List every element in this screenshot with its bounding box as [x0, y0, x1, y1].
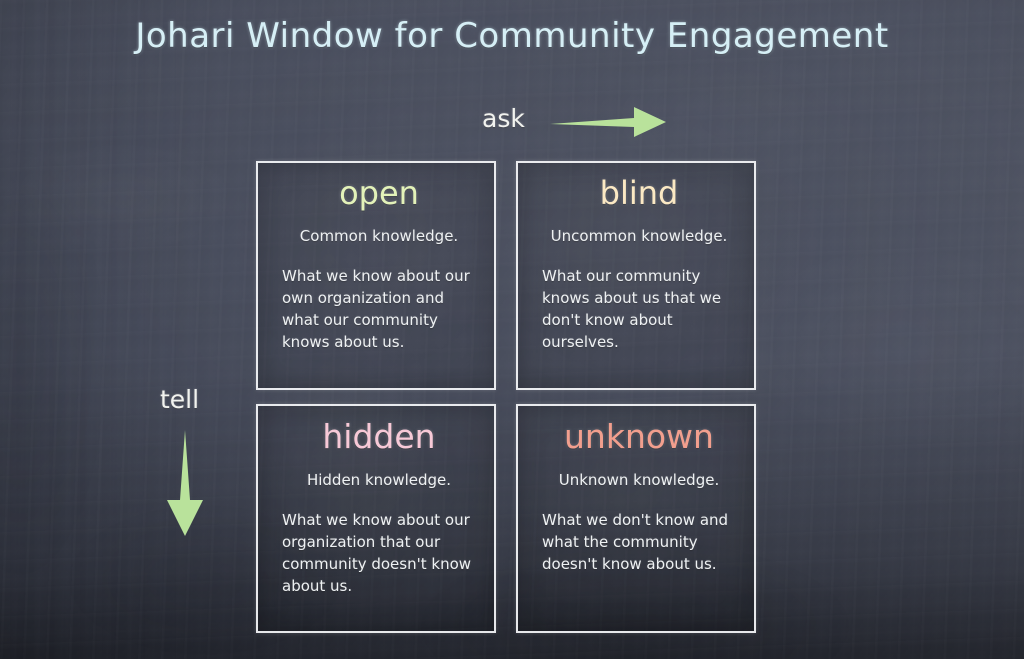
quadrant-title-open: open [339, 174, 419, 212]
quadrant-body-hidden: What we know about our organization that… [282, 510, 472, 596]
arrow-down-icon [167, 430, 203, 536]
quadrant-title-unknown: unknown [564, 417, 714, 456]
page-title: Johari Window for Community Engagement [135, 16, 889, 56]
quadrant-open[interactable]: open Common knowledge. What we know abou… [256, 161, 496, 390]
quadrant-lead-unknown: Unknown knowledge. [558, 470, 720, 489]
johari-window-grid: open Common knowledge. What we know abou… [256, 161, 756, 633]
quadrant-hidden[interactable]: hidden Hidden knowledge. What we know ab… [256, 404, 496, 633]
arrow-right-icon [550, 107, 666, 137]
quadrant-lead-open: Common knowledge. [299, 226, 459, 245]
quadrant-unknown[interactable]: unknown Unknown knowledge. What we don't… [516, 404, 756, 633]
quadrant-title-hidden: hidden [322, 417, 436, 456]
quadrant-body-unknown: What we don't know and what the communit… [542, 510, 729, 574]
quadrant-blind[interactable]: blind Uncommon knowledge. What our commu… [516, 161, 756, 390]
axis-label-tell: tell [160, 385, 200, 414]
quadrant-body-blind: What our community knows about us that w… [542, 266, 722, 352]
quadrant-lead-hidden: Hidden knowledge. [306, 470, 452, 489]
axis-label-ask: ask [482, 104, 525, 133]
quadrant-body-open: What we know about our own organization … [282, 266, 470, 352]
quadrant-title-blind: blind [599, 174, 679, 212]
quadrant-lead-blind: Uncommon knowledge. [550, 226, 728, 245]
